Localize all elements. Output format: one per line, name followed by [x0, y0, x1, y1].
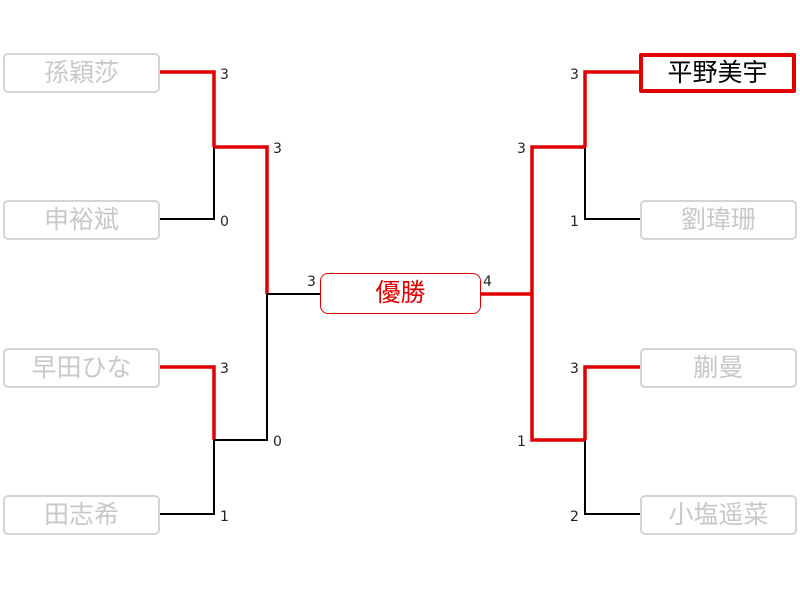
player-box-right-3: 蒯曼 — [640, 348, 797, 388]
score-left-final: 3 — [307, 274, 316, 290]
score-left-r2-1: 3 — [273, 141, 282, 157]
player-box-left-2: 申裕斌 — [3, 200, 160, 240]
score-left-r2-2: 0 — [273, 434, 282, 450]
player-box-left-4: 田志希 — [3, 495, 160, 535]
player-box-right-2: 劉瑋珊 — [640, 200, 797, 240]
score-right-r1-2: 1 — [570, 214, 579, 230]
player-box-left-1: 孫穎莎 — [3, 53, 160, 93]
bracket-line-left-r1-m1-top — [160, 70, 216, 147]
bracket-line-left-r1-m2-top — [160, 365, 216, 440]
player-box-right-4: 小塩遥菜 — [640, 495, 797, 535]
score-right-r2-2: 1 — [517, 434, 526, 450]
bracket-line-left-r2-bottom — [214, 294, 268, 441]
final-label-box: 優勝 — [320, 273, 481, 314]
bracket-line-left-r1-m2-bottom — [160, 440, 215, 515]
score-right-r2-1: 3 — [517, 141, 526, 157]
bracket-line-right-r1-m1-top — [583, 70, 641, 147]
bracket-line-right-r1-m1-bottom — [584, 147, 641, 220]
score-right-r1-1: 3 — [570, 67, 579, 83]
score-right-r1-4: 2 — [570, 509, 579, 525]
bracket-line-right-r2-bottom — [530, 294, 585, 442]
score-right-r1-3: 3 — [570, 361, 579, 377]
score-left-r1-4: 1 — [220, 509, 229, 525]
player-box-right-1-champion: 平野美宇 — [639, 53, 796, 93]
bracket-line-right-r1-m2-bottom — [584, 440, 641, 515]
score-left-r1-1: 3 — [220, 67, 229, 83]
bracket-line-left-r1-m1-bottom — [160, 147, 215, 220]
bracket-line-left-r2-top — [214, 145, 269, 294]
player-box-left-3: 早田ひな — [3, 348, 160, 388]
score-left-r1-2: 0 — [220, 214, 229, 230]
score-right-final: 4 — [483, 274, 492, 290]
bracket-line-right-r1-m2-top — [583, 365, 641, 440]
score-left-r1-3: 3 — [220, 361, 229, 377]
bracket-line-right-r2-top — [530, 145, 585, 294]
